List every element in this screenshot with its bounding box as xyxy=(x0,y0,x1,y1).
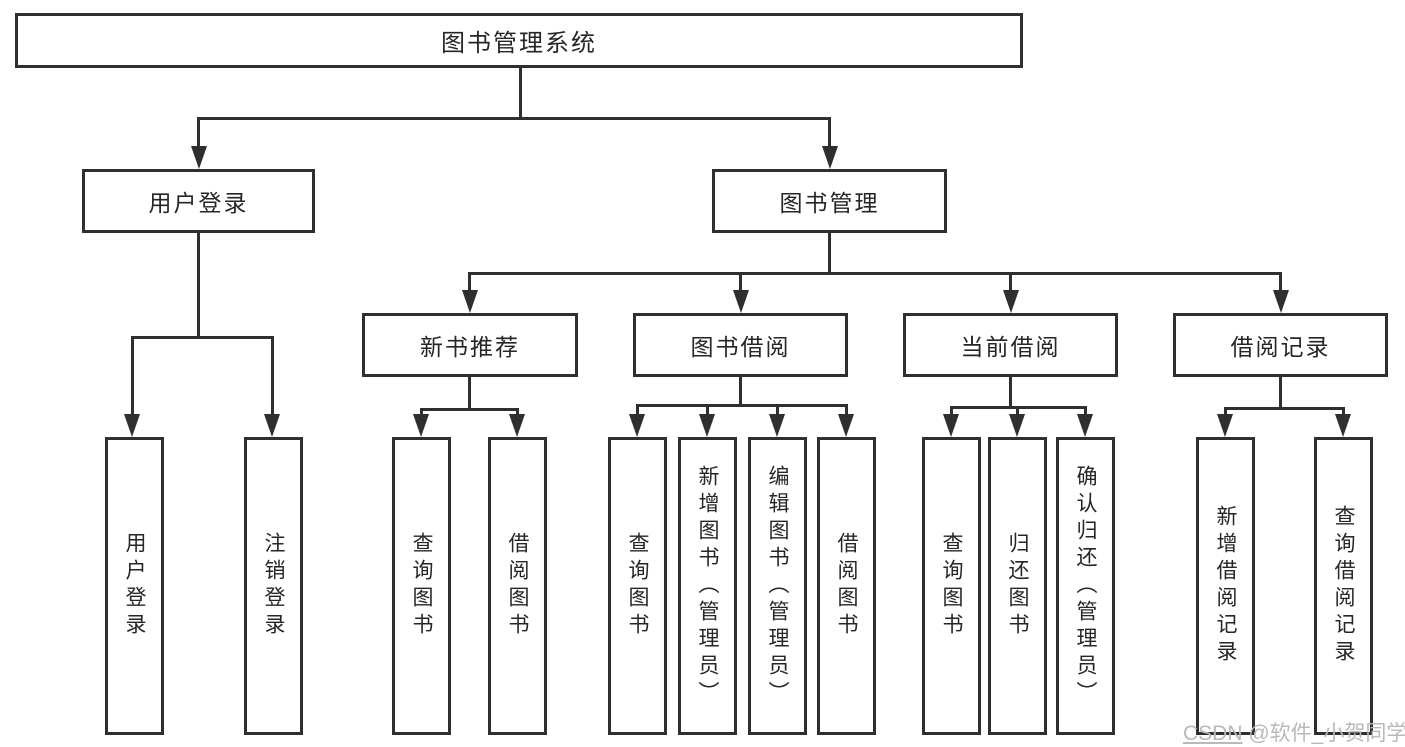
leaf-query-borrow-record-label: 查询借阅记录 xyxy=(1332,505,1356,667)
arrow-down-icon xyxy=(629,414,645,437)
node-book-borrow: 图书借阅 xyxy=(633,313,848,377)
leaf-confirm-return-admin-label: 确认归还（管理员） xyxy=(1074,464,1098,708)
leaf-add-book-admin: 新增图书（管理员） xyxy=(678,437,737,735)
node-current-borrow: 当前借阅 xyxy=(903,313,1118,377)
node-book-management: 图书管理 xyxy=(712,169,947,233)
arrow-down-icon xyxy=(264,414,280,437)
connector-line xyxy=(420,408,519,411)
leaf-user-login: 用户登录 xyxy=(105,437,164,735)
leaf-borrow-books-recommend-label: 借阅图书 xyxy=(506,532,530,640)
leaf-confirm-return-admin: 确认归还（管理员） xyxy=(1056,437,1115,735)
connector-line xyxy=(1224,407,1345,410)
connector-line xyxy=(131,336,274,339)
connector-line xyxy=(468,377,471,410)
arrow-down-icon xyxy=(1273,290,1289,313)
leaf-return-book: 归还图书 xyxy=(988,437,1047,735)
watermark-handle: @软件_小贺同学 xyxy=(1242,722,1405,745)
leaf-user-login-label: 用户登录 xyxy=(123,532,147,640)
node-book-management-label: 图书管理 xyxy=(779,190,880,216)
connector-line xyxy=(739,377,742,406)
connector-line xyxy=(271,336,274,416)
arrow-down-icon xyxy=(1003,290,1019,313)
node-new-book-recommend: 新书推荐 xyxy=(362,313,578,377)
watermark: CSDN @软件_小贺同学 xyxy=(1183,717,1405,747)
leaf-add-borrow-record: 新增借阅记录 xyxy=(1196,437,1255,735)
connector-line xyxy=(776,404,779,416)
connector-line xyxy=(1016,406,1019,416)
leaf-borrow-books-recommend: 借阅图书 xyxy=(488,437,547,735)
node-root: 图书管理系统 xyxy=(15,13,1023,68)
connector-line xyxy=(516,408,519,418)
connector-line xyxy=(950,406,953,416)
arrow-down-icon xyxy=(1077,414,1093,437)
connector-line xyxy=(706,404,709,416)
connector-line xyxy=(519,68,522,120)
arrow-down-icon xyxy=(699,414,715,437)
connector-line xyxy=(1279,272,1282,295)
arrow-down-icon xyxy=(1217,414,1233,437)
leaf-query-books-borrow: 查询图书 xyxy=(608,437,667,735)
arrow-down-icon xyxy=(1335,414,1351,437)
leaf-query-books-current-label: 查询图书 xyxy=(940,532,964,640)
node-current-borrow-label: 当前借阅 xyxy=(960,334,1061,360)
node-user-login: 用户登录 xyxy=(82,169,315,233)
connector-line xyxy=(197,117,831,120)
connector-line xyxy=(845,404,848,416)
connector-line xyxy=(828,233,831,275)
arrow-down-icon xyxy=(733,290,749,313)
arrow-down-icon xyxy=(124,414,140,437)
leaf-logout: 注销登录 xyxy=(244,437,303,735)
connector-line xyxy=(1224,407,1227,417)
connector-line xyxy=(197,233,200,338)
connector-line xyxy=(468,272,1282,275)
arrow-down-icon xyxy=(462,290,478,313)
node-borrow-records: 借阅记录 xyxy=(1173,313,1388,377)
connector-line xyxy=(636,404,848,407)
connector-line xyxy=(636,404,639,416)
leaf-add-borrow-record-label: 新增借阅记录 xyxy=(1214,505,1238,667)
leaf-query-books-recommend-label: 查询图书 xyxy=(410,532,434,640)
connector-line xyxy=(1009,377,1012,408)
leaf-return-book-label: 归还图书 xyxy=(1006,532,1030,640)
node-borrow-records-label: 借阅记录 xyxy=(1230,334,1331,360)
arrow-down-icon xyxy=(943,414,959,437)
node-root-label: 图书管理系统 xyxy=(441,30,597,57)
leaf-borrow-books: 借阅图书 xyxy=(817,437,876,735)
connector-line xyxy=(131,336,134,416)
leaf-add-book-admin-label: 新增图书（管理员） xyxy=(696,464,720,708)
leaf-query-books-borrow-label: 查询图书 xyxy=(626,532,650,640)
connector-line xyxy=(1009,272,1012,295)
node-book-borrow-label: 图书借阅 xyxy=(690,334,791,360)
connector-line xyxy=(1342,407,1345,417)
connector-line xyxy=(468,272,471,295)
leaf-edit-book-admin-label: 编辑图书（管理员） xyxy=(766,464,790,708)
arrow-down-icon xyxy=(509,414,525,437)
leaf-edit-book-admin: 编辑图书（管理员） xyxy=(748,437,807,735)
arrow-down-icon xyxy=(191,146,207,169)
connector-line xyxy=(1084,406,1087,416)
watermark-brand: CSDN xyxy=(1183,722,1243,745)
connector-line xyxy=(828,117,831,150)
connector-line xyxy=(1279,377,1282,409)
connector-line xyxy=(420,408,423,418)
arrow-down-icon xyxy=(1009,414,1025,437)
arrow-down-icon xyxy=(838,414,854,437)
connector-line xyxy=(739,272,742,295)
node-new-book-recommend-label: 新书推荐 xyxy=(420,334,520,360)
node-user-login-label: 用户登录 xyxy=(148,190,249,216)
leaf-query-borrow-record: 查询借阅记录 xyxy=(1314,437,1373,735)
leaf-logout-label: 注销登录 xyxy=(262,532,286,640)
arrow-down-icon xyxy=(822,146,838,169)
arrow-down-icon xyxy=(769,414,785,437)
connector-line xyxy=(197,117,200,150)
leaf-borrow-books-label: 借阅图书 xyxy=(835,532,859,640)
leaf-query-books-recommend: 查询图书 xyxy=(392,437,451,735)
arrow-down-icon xyxy=(413,414,429,437)
leaf-query-books-current: 查询图书 xyxy=(922,437,981,735)
